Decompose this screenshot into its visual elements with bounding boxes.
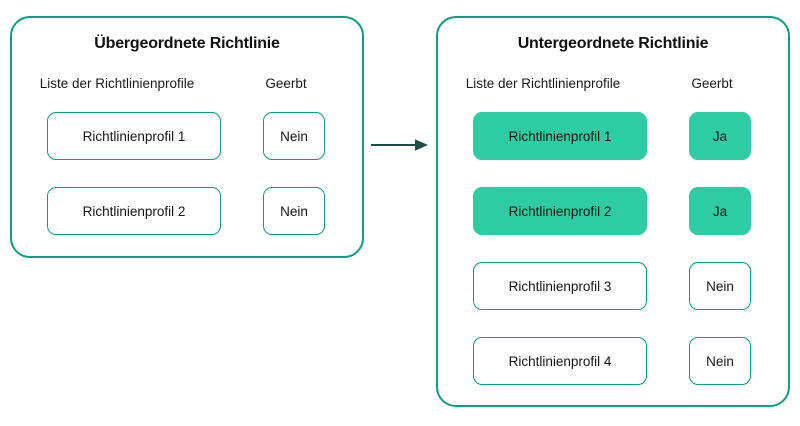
child-column-header-profiles: Liste der Richtlinienprofile [465, 76, 621, 91]
child-inherited-cell-1[interactable]: Ja [689, 112, 751, 160]
table-row: Richtlinienprofil 4 Nein [438, 337, 788, 385]
table-row: Richtlinienprofil 1 Nein [12, 112, 362, 160]
table-row: Richtlinienprofil 3 Nein [438, 262, 788, 310]
child-inherited-cell-3[interactable]: Nein [689, 262, 751, 310]
child-policy-title: Untergeordnete Richtlinie [517, 35, 709, 52]
child-inherited-cell-4[interactable]: Nein [689, 337, 751, 385]
child-policy-panel: Untergeordnete Richtlinie Liste der Rich… [436, 16, 790, 407]
child-profile-cell-3[interactable]: Richtlinienprofil 3 [473, 262, 647, 310]
table-row: Richtlinienprofil 2 Ja [438, 187, 788, 235]
child-column-header-inherited: Geerbt [691, 76, 733, 91]
table-row: Richtlinienprofil 1 Ja [438, 112, 788, 160]
parent-profile-cell-2[interactable]: Richtlinienprofil 2 [47, 187, 221, 235]
parent-inherited-cell-2[interactable]: Nein [263, 187, 325, 235]
child-inherited-cell-2[interactable]: Ja [689, 187, 751, 235]
parent-policy-title: Übergeordnete Richtlinie [94, 35, 280, 52]
table-row: Richtlinienprofil 2 Nein [12, 187, 362, 235]
parent-profile-cell-1[interactable]: Richtlinienprofil 1 [47, 112, 221, 160]
child-profile-cell-1[interactable]: Richtlinienprofil 1 [473, 112, 647, 160]
parent-column-header-profiles: Liste der Richtlinienprofile [39, 76, 195, 91]
parent-policy-panel: Übergeordnete Richtlinie Liste der Richt… [10, 16, 364, 258]
parent-inherited-cell-1[interactable]: Nein [263, 112, 325, 160]
arrow-right-icon [371, 139, 428, 151]
child-profile-cell-2[interactable]: Richtlinienprofil 2 [473, 187, 647, 235]
parent-column-header-inherited: Geerbt [265, 76, 307, 91]
child-profile-cell-4[interactable]: Richtlinienprofil 4 [473, 337, 647, 385]
